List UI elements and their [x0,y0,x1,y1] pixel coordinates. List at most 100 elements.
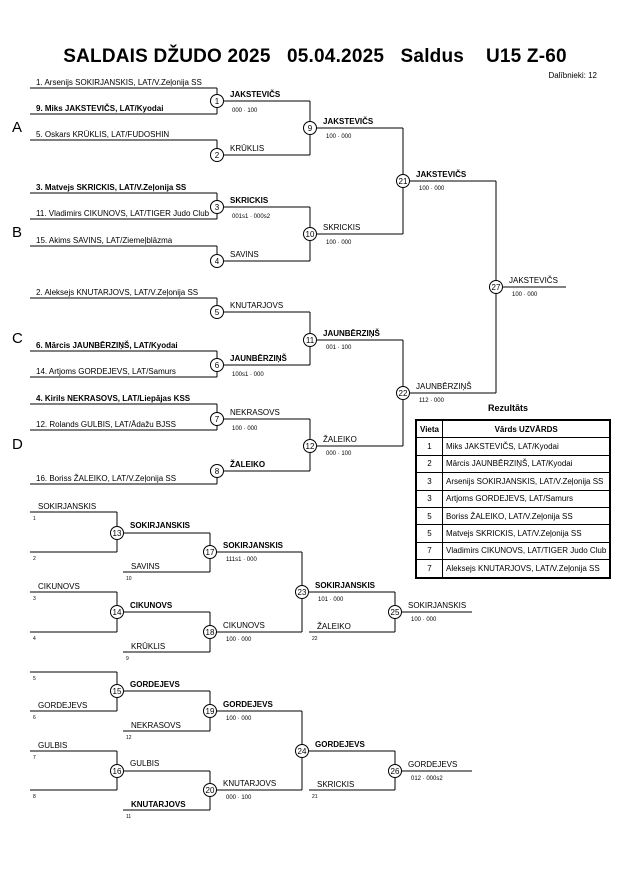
match-circle [489,280,503,294]
repechage-name: KNUTARJOVS [131,800,186,809]
match-circle [110,526,124,540]
repechage-ref: 10 [126,576,132,582]
match-winner: SOKIRJANSKIS [408,601,466,610]
repechage-name: KRŪKLIS [131,642,165,651]
match-circle [210,358,224,372]
match-circle [303,439,317,453]
match-number: 20 [206,786,215,795]
match-circle [203,704,217,718]
repechage-ref: 5 [33,676,36,682]
competitor-entry: 14. Artjoms GORDEJEVS, LAT/Samurs [36,367,176,376]
match-winner: JAUNBĒRZIŅŠ [323,329,381,338]
match-circle [396,386,410,400]
match-winner: KNUTARJOVS [230,301,283,310]
match-winner: SOKIRJANSKIS [315,581,376,590]
match-circle [203,625,217,639]
match-number: 10 [306,230,315,239]
match-score: 000 · 100 [226,795,252,801]
match-number: 15 [113,687,122,696]
match-circle [210,464,224,478]
match-circle [210,412,224,426]
match-number: 14 [113,608,122,617]
match-circle [203,545,217,559]
match-number: 26 [391,767,400,776]
match-score: 000 · 100 [326,451,352,457]
results-name: Matvejs SKRICKIS, LAT/V.Zeļonija SS [441,524,611,543]
match-winner: GULBIS [130,759,159,768]
competitor-entry: 12. Rolands GULBIS, LAT/Ādažu BJSS [36,420,176,429]
repechage-ref: 6 [33,715,36,721]
match-number: 13 [113,529,122,538]
match-number: 1 [215,97,220,106]
match-circle [210,94,224,108]
competitor-entry: 4. Kirils NEKRASOVS, LAT/Liepājas KSS [36,394,191,403]
results-title: Rezultāts [488,403,529,413]
repechage-name: NEKRASOVS [131,721,181,730]
match-number: 12 [306,442,315,451]
match-number: 22 [399,389,408,398]
match-circle [210,148,224,162]
match-circle [303,121,317,135]
results-name: Vladimirs CIKUNOVS, LAT/TIGER Judo Club [441,541,611,561]
repechage-ref: 12 [126,735,132,741]
match-winner: JAKSTEVIČS [416,170,467,179]
match-winner: SOKIRJANSKIS [130,521,191,530]
repechage-ref: 7 [33,755,36,761]
match-number: 2 [215,151,220,160]
match-winner: JAKSTEVIČS [323,117,374,126]
match-winner: JAUNBĒRZIŅŠ [230,354,288,363]
results-rank: 2 [415,454,443,474]
results-name: Aleksejs KNUTARJOVS, LAT/V.Zeļonija SS [441,559,611,579]
match-circle [396,174,410,188]
results-name: Artjoms GORDEJEVS, LAT/Samurs [441,489,611,508]
match-winner: GORDEJEVS [130,680,180,689]
match-score: 100s1 · 000 [232,372,264,378]
match-number: 8 [215,467,220,476]
match-circle [203,783,217,797]
results-rank: 1 [415,437,443,456]
match-winner: ŽALEIKO [323,435,357,444]
match-circle [210,200,224,214]
match-score: 000 · 100 [232,108,258,114]
match-winner: JAKSTEVIČS [509,276,558,285]
repechage-name: SOKIRJANSKIS [38,502,96,511]
match-score: 001 · 100 [326,345,352,351]
repechage-name: SKRICKIS [317,780,354,789]
match-winner: ŽALEIKO [230,460,265,469]
match-score: 100 · 000 [226,637,252,643]
match-score: 112 · 000 [419,398,445,404]
results-rank: 5 [415,506,443,526]
match-winner: GORDEJEVS [408,760,457,769]
results-name: Arsenijs SOKIRJANSKIS, LAT/V.Zeļonija SS [441,472,611,491]
results-rank: 7 [415,541,443,561]
match-winner: GORDEJEVS [315,740,365,749]
match-number: 7 [215,415,220,424]
results-header-name: Vārds UZVĀRDS [441,419,611,439]
match-score: 111s1 · 000 [226,557,257,563]
match-number: 25 [391,608,400,617]
match-number: 6 [215,361,220,370]
results-name: Miks JAKSTEVIČS, LAT/Kyodai [441,437,611,456]
match-circle [303,227,317,241]
match-circle [110,605,124,619]
match-circle [303,333,317,347]
repechage-ref: 2 [33,556,36,562]
match-circle [110,684,124,698]
repechage-ref: 21 [312,794,318,800]
match-winner: KNUTARJOVS [223,779,276,788]
repechage-name: ŽALEIKO [317,622,351,631]
competitor-entry: 11. Vladimirs CIKUNOVS, LAT/TIGER Judo C… [36,209,210,218]
match-score: 100 · 000 [411,617,437,623]
match-score: 100 · 000 [326,240,352,246]
participants-count: Dalībnieki: 12 [548,71,597,80]
match-winner: KRŪKLIS [230,144,264,153]
competitor-entry: 6. Mārcis JAUNBĒRZIŅŠ, LAT/Kyodai [36,341,178,350]
match-score: 012 · 000s2 [411,776,443,782]
repechage-ref: 3 [33,596,36,602]
match-number: 9 [308,124,313,133]
match-number: 11 [306,336,315,345]
results-name: Mārcis JAUNBĒRZIŅŠ, LAT/Kyodai [441,454,611,474]
